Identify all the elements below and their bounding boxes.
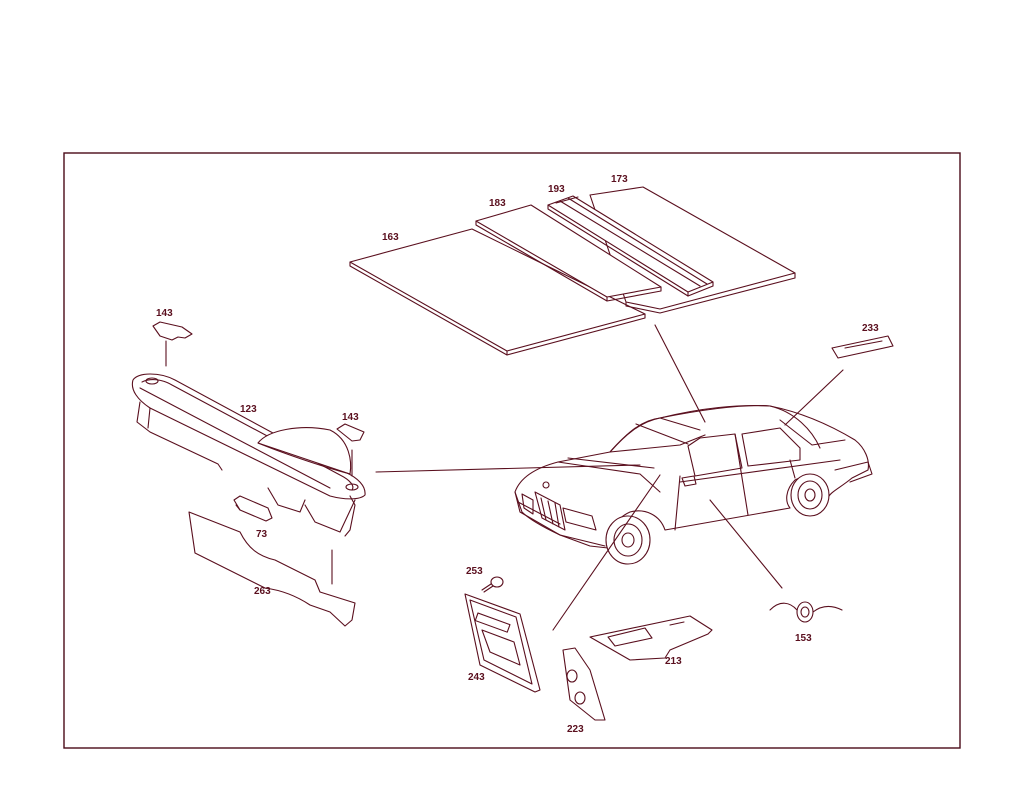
label-223: 223 — [567, 724, 584, 735]
label-123: 123 — [240, 404, 257, 415]
part-253-screw — [481, 576, 504, 593]
diagram-frame — [63, 152, 961, 749]
label-253: 253 — [466, 566, 483, 577]
part-123-parcel-shelf — [131, 373, 366, 537]
label-243: 243 — [468, 672, 485, 683]
part-193-roof-strip — [547, 195, 714, 297]
label-263: 263 — [254, 586, 271, 597]
label-143-right: 143 — [342, 412, 359, 423]
part-223-cover — [562, 647, 606, 721]
car-body — [514, 404, 873, 565]
label-153: 153 — [795, 633, 812, 644]
label-173: 173 — [611, 174, 628, 185]
label-143-left: 143 — [156, 308, 173, 319]
part-163-roof-liner-front — [349, 228, 646, 356]
parts-group — [131, 186, 894, 721]
part-233-light-cover — [831, 335, 894, 359]
part-143-left-clip — [152, 321, 193, 367]
part-263-trim-panel — [188, 511, 356, 627]
label-183: 183 — [489, 198, 506, 209]
label-73: 73 — [256, 529, 268, 540]
label-233: 233 — [862, 323, 879, 334]
label-193: 193 — [548, 184, 565, 195]
part-143-right-clip — [336, 423, 365, 477]
leader-lines — [375, 324, 844, 631]
part-labels: 163 183 193 173 143 123 143 233 73 263 2… — [156, 174, 879, 735]
label-163: 163 — [382, 232, 399, 243]
label-213: 213 — [665, 656, 682, 667]
part-153-clip — [769, 601, 843, 623]
part-183-roof-liner-middle — [475, 204, 662, 302]
part-213-console-tray — [589, 615, 713, 661]
part-243-switch-panel — [464, 593, 541, 693]
part-73-bracket — [233, 495, 273, 522]
